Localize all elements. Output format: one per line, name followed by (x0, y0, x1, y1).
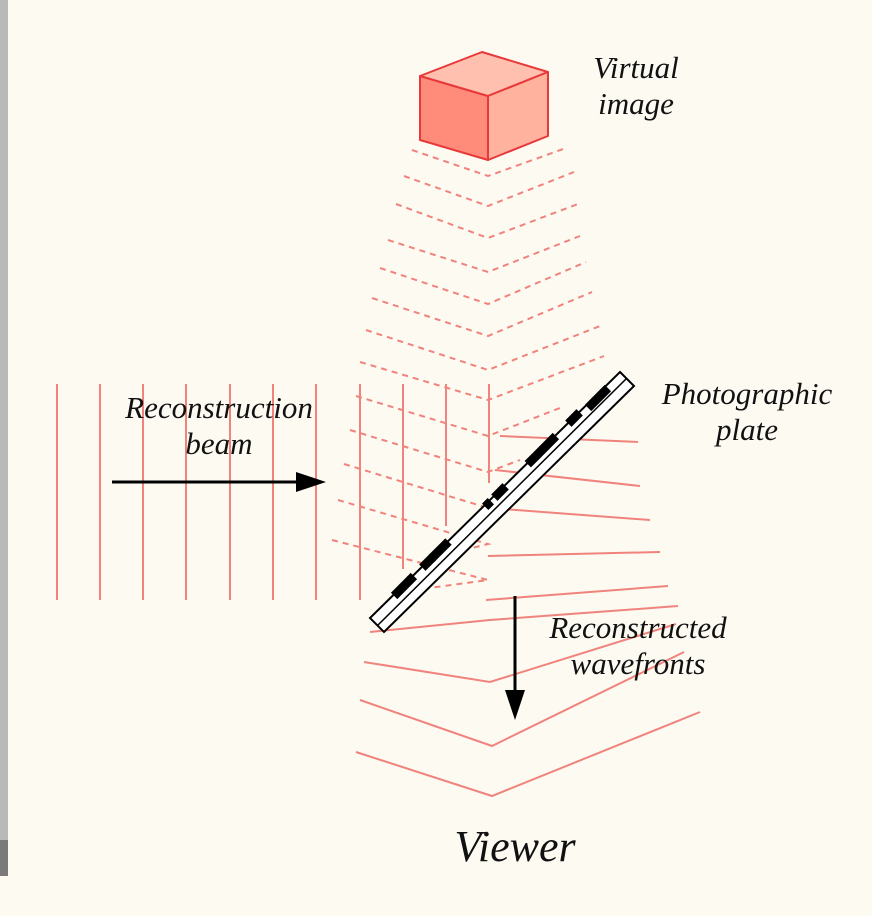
dashed-wavefront (371, 291, 593, 338)
reconstruction-beam-label: Reconstruction beam (125, 390, 313, 461)
plate-emulsion-line (377, 378, 627, 626)
dashed-wavefront (355, 395, 561, 438)
plate-fringe-mark (532, 432, 560, 460)
left-edge-strip (0, 0, 8, 840)
photographic-plate (368, 370, 636, 634)
dashed-wavefront (365, 325, 601, 372)
arrow-down-icon (505, 596, 525, 720)
dashed-wavefront (379, 261, 587, 306)
virtual-image-wavefronts (331, 147, 605, 593)
solid-wavefront (363, 623, 677, 684)
plate-fringe-mark (419, 553, 437, 571)
left-edge-strip-dark (0, 840, 8, 876)
solid-wavefront (489, 507, 651, 521)
plate-fringe-mark (491, 483, 509, 501)
virtual-image-label: Virtual image (593, 50, 679, 121)
dashed-wavefront (359, 355, 605, 402)
dashed-wavefront (403, 171, 575, 208)
plate-fringe-mark (524, 452, 540, 468)
solid-wavefront (369, 605, 679, 633)
plate-fringe-mark (390, 572, 418, 600)
plate-fringe-mark (481, 497, 495, 511)
dashed-wavefront (395, 203, 579, 240)
reconstruction-beam-wavefronts (56, 384, 490, 600)
cube-icon (419, 51, 549, 161)
solid-wavefront (359, 651, 685, 748)
dashed-wavefront (343, 463, 492, 511)
plate-fringe-mark (584, 384, 612, 412)
dashed-wavefront (387, 235, 581, 274)
solid-wavefront (355, 711, 701, 798)
plate-interference-marks (390, 384, 612, 600)
arrow-right-icon (112, 472, 326, 492)
solid-wavefront (485, 585, 669, 601)
cube-side-face (487, 71, 549, 161)
plate-fringe-mark (565, 409, 583, 427)
viewer-label: Viewer (454, 822, 576, 871)
dashed-wavefront (411, 147, 567, 178)
dashed-wavefront (349, 429, 521, 474)
solid-wavefront (487, 551, 661, 557)
photographic-plate-label: Photographic plate (661, 376, 833, 447)
reconstructed-wavefronts-label: Reconstructed wavefronts (549, 610, 727, 681)
plate-fringe-mark (428, 538, 452, 562)
